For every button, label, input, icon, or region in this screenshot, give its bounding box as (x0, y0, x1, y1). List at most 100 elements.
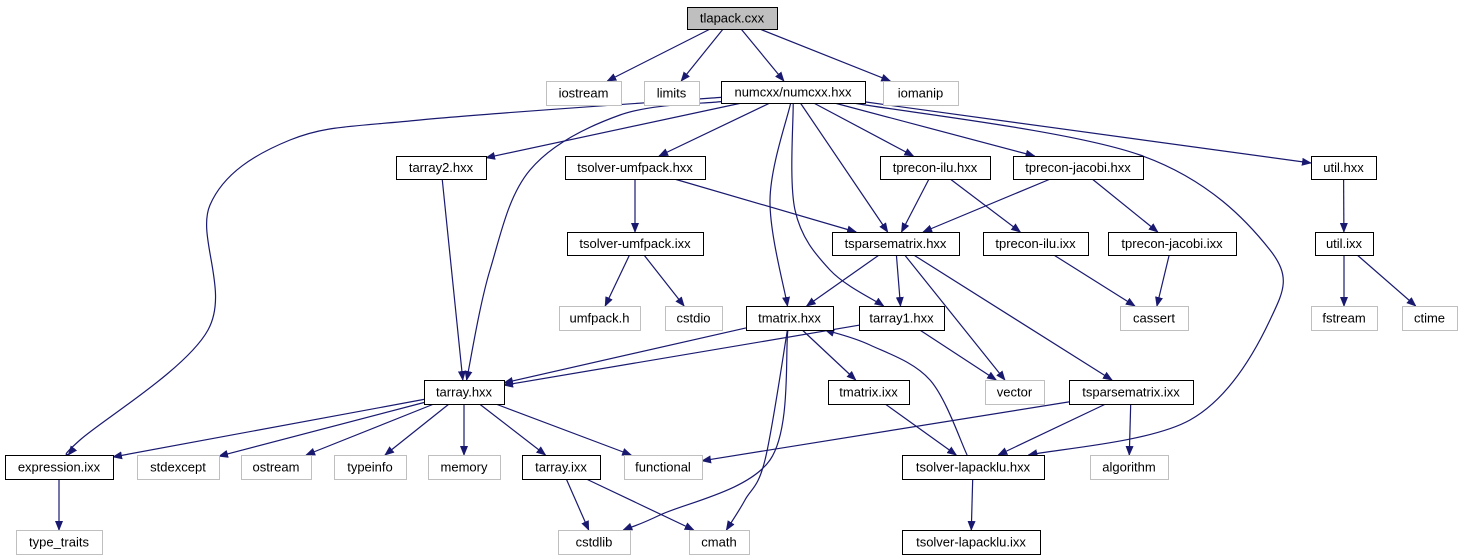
node-label: memory (441, 460, 488, 475)
edge-tsumfixx-to-cstdio (643, 254, 685, 307)
node-label: util.hxx (1323, 160, 1364, 175)
node-tpilu[interactable]: tprecon-ilu.hxx (880, 156, 991, 180)
edge-tarray-to-tarrayixx (479, 403, 547, 456)
edge-numcxx-to-tsparse (799, 102, 889, 233)
node-tmatrix[interactable]: tmatrix.hxx (746, 306, 834, 331)
node-tslapack[interactable]: tsolver-lapacklu.hxx (902, 455, 1045, 480)
edge-tpiluixx-to-cassert (1053, 254, 1136, 307)
edge-tmatrix-to-cmath (725, 329, 788, 531)
node-iomanip: iomanip (883, 81, 959, 106)
node-typeinfo: typeinfo (334, 455, 407, 480)
node-tslapackixx[interactable]: tsolver-lapacklu.ixx (902, 530, 1041, 555)
node-functional: functional (624, 455, 703, 480)
edge-tsparseixx-to-functional (701, 401, 1070, 464)
node-label: umfpack.h (570, 311, 630, 326)
node-box (902, 530, 1041, 555)
node-box (558, 530, 631, 555)
node-box (424, 380, 505, 405)
edge-numcxx-to-tpjac (834, 102, 1036, 158)
node-label: tsolver-lapacklu.hxx (916, 460, 1031, 475)
node-expression[interactable]: expression.ixx (5, 455, 114, 480)
edge-numcxx-to-tarray1 (791, 102, 885, 307)
node-label: cmath (701, 535, 736, 550)
edge-numcxx-to-tpilu (813, 102, 915, 157)
node-label: tsparsematrix.ixx (1082, 385, 1180, 400)
node-util[interactable]: util.hxx (1311, 156, 1377, 180)
node-utilixx[interactable]: util.ixx (1315, 232, 1374, 256)
node-label: expression.ixx (18, 460, 101, 475)
node-cmath: cmath (689, 530, 750, 555)
edge-tarrayixx-to-cstdlib (565, 478, 590, 531)
node-box (1311, 306, 1378, 331)
node-tarray[interactable]: tarray.hxx (424, 380, 505, 405)
edge-tpjacixx-to-cassert (1155, 254, 1170, 307)
node-label: ostream (253, 460, 300, 475)
edge-numcxx-to-tmatrix (769, 102, 792, 307)
node-box (1120, 306, 1189, 331)
node-box (746, 306, 834, 331)
node-algorithm: algorithm (1090, 455, 1169, 480)
node-tmatrixixx[interactable]: tmatrix.ixx (828, 380, 910, 405)
edges-layer (55, 28, 1417, 531)
edge-tmatrix-to-tmatrixixx (801, 329, 857, 381)
edge-tpjac-to-tpjacixx (1091, 178, 1159, 233)
node-label: tprecon-ilu.ixx (995, 236, 1076, 251)
edge-tarray1-to-tarray (503, 324, 860, 388)
node-box (687, 7, 778, 30)
node-stdexcept: stdexcept (137, 455, 220, 480)
node-tpiluixx[interactable]: tprecon-ilu.ixx (983, 232, 1089, 256)
node-tarrayixx[interactable]: tarray.ixx (522, 455, 601, 480)
node-label: tlapack.cxx (700, 11, 765, 26)
edge-tarrayixx-to-cmath (586, 478, 695, 531)
node-label: numcxx/numcxx.hxx (734, 85, 852, 100)
edge-tpilu-to-tsparse (900, 178, 930, 233)
node-box (522, 455, 601, 480)
node-box (565, 156, 706, 180)
node-label: typeinfo (347, 460, 393, 475)
edge-tarray-to-stdexcept (218, 401, 425, 458)
node-numcxx[interactable]: numcxx/numcxx.hxx (721, 81, 866, 104)
node-label: tsolver-lapacklu.ixx (916, 535, 1026, 550)
node-tsumfixx[interactable]: tsolver-umfpack.ixx (567, 232, 704, 256)
node-box (428, 455, 501, 480)
edge-numcxx-to-tslapack (853, 102, 1284, 458)
node-label: tarray2.hxx (409, 160, 474, 175)
node-tarray1[interactable]: tarray1.hxx (859, 306, 945, 331)
node-box (624, 455, 703, 480)
edge-tmatrix-to-cstdlib (622, 329, 789, 531)
edge-tlapack-to-numcxx (740, 28, 785, 82)
node-tarray2[interactable]: tarray2.hxx (396, 156, 487, 180)
node-box (5, 455, 114, 480)
node-box (1108, 232, 1237, 256)
edge-utilixx-to-ctime (1356, 254, 1417, 307)
node-box (689, 530, 750, 555)
node-box (559, 306, 641, 331)
node-tsparseixx[interactable]: tsparsematrix.ixx (1069, 380, 1194, 405)
node-label: type_traits (29, 535, 89, 550)
node-box (880, 156, 991, 180)
edge-numcxx-to-tsumf (658, 102, 771, 157)
edge-tsparseixx-to-algorithm (1125, 403, 1134, 456)
node-label: tarray.ixx (535, 460, 587, 475)
node-cstdio: cstdio (665, 306, 723, 331)
node-label: fstream (1322, 311, 1365, 326)
node-label: stdexcept (150, 460, 206, 475)
node-umfpackh: umfpack.h (559, 306, 641, 331)
node-tsparse[interactable]: tsparsematrix.hxx (832, 232, 960, 256)
node-cassert: cassert (1120, 306, 1189, 331)
node-box (721, 81, 866, 104)
node-tpjacixx[interactable]: tprecon-jacobi.ixx (1108, 232, 1237, 256)
node-iostream: iostream (546, 81, 622, 106)
node-tlapack[interactable]: tlapack.cxx (687, 7, 778, 30)
node-box (983, 232, 1089, 256)
node-label: ctime (1414, 311, 1445, 326)
node-box (644, 81, 700, 106)
node-tsumf[interactable]: tsolver-umfpack.hxx (565, 156, 706, 180)
node-box (16, 530, 103, 555)
edge-numcxx-to-tarray2 (485, 102, 742, 160)
edge-tarray-to-typeinfo (384, 403, 450, 456)
node-tpjac[interactable]: tprecon-jacobi.hxx (1013, 156, 1144, 180)
node-box (137, 455, 220, 480)
node-box (241, 455, 312, 480)
